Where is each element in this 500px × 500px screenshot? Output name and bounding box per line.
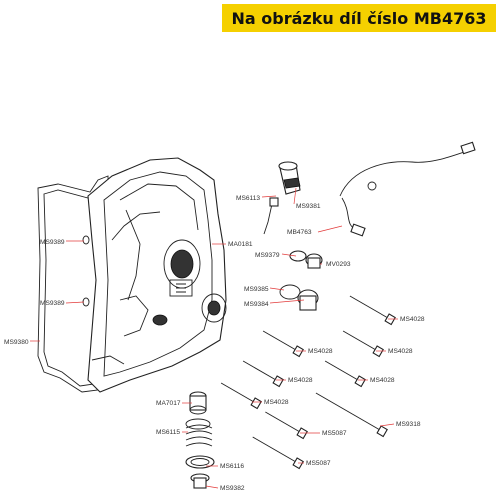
label-ms5087-2: MS5087 xyxy=(306,460,331,467)
small-parts-drawing xyxy=(279,250,323,311)
label-ms4028-1: MS4028 xyxy=(400,316,425,323)
label-ms4028-3: MS4028 xyxy=(388,348,413,355)
label-ms9385: MS9385 xyxy=(244,286,269,293)
label-ms9380: MS9380 xyxy=(4,339,29,346)
label-ma7017: MA7017 xyxy=(156,400,181,407)
bolts-drawing xyxy=(220,295,396,470)
label-ms9381: MS9381 xyxy=(296,203,321,210)
label-ms6115: MS6115 xyxy=(156,429,180,436)
label-ms4028-5: MS4028 xyxy=(370,377,395,384)
label-ms9384: MS9384 xyxy=(244,301,269,308)
label-ms5087-1: MS5087 xyxy=(322,430,347,437)
part-labels: MS6113 MS9381 MB4763 MS9389 MA0181 MS937… xyxy=(4,195,425,492)
label-ms9389-upper: MS9389 xyxy=(40,239,65,246)
cable-drawing xyxy=(339,141,476,237)
label-ms9389-lower: MS9389 xyxy=(40,300,65,307)
label-ms4028-2: MS4028 xyxy=(308,348,333,355)
sensor-drawing xyxy=(263,161,301,235)
label-ms6113: MS6113 xyxy=(236,195,260,202)
label-ms9318: MS9318 xyxy=(396,421,421,428)
label-mb4763: MB4763 xyxy=(287,229,312,236)
callout-leaders xyxy=(30,187,398,489)
label-ma0181: MA0181 xyxy=(228,241,253,248)
part-number-banner: Na obrázku díl číslo MB4763 xyxy=(222,4,496,32)
label-ms9382: MS9382 xyxy=(220,485,245,492)
banner-text: Na obrázku díl číslo MB4763 xyxy=(231,8,487,28)
label-ms4028-6: MS4028 xyxy=(264,399,289,406)
label-ms9379: MS9379 xyxy=(255,252,280,259)
label-ms4028-4: MS4028 xyxy=(288,377,313,384)
label-ms6116: MS6116 xyxy=(220,463,244,470)
filter-stack-drawing xyxy=(185,391,215,489)
label-mv0293: MV0293 xyxy=(326,261,351,268)
crankcase-cover-drawing xyxy=(87,157,227,393)
